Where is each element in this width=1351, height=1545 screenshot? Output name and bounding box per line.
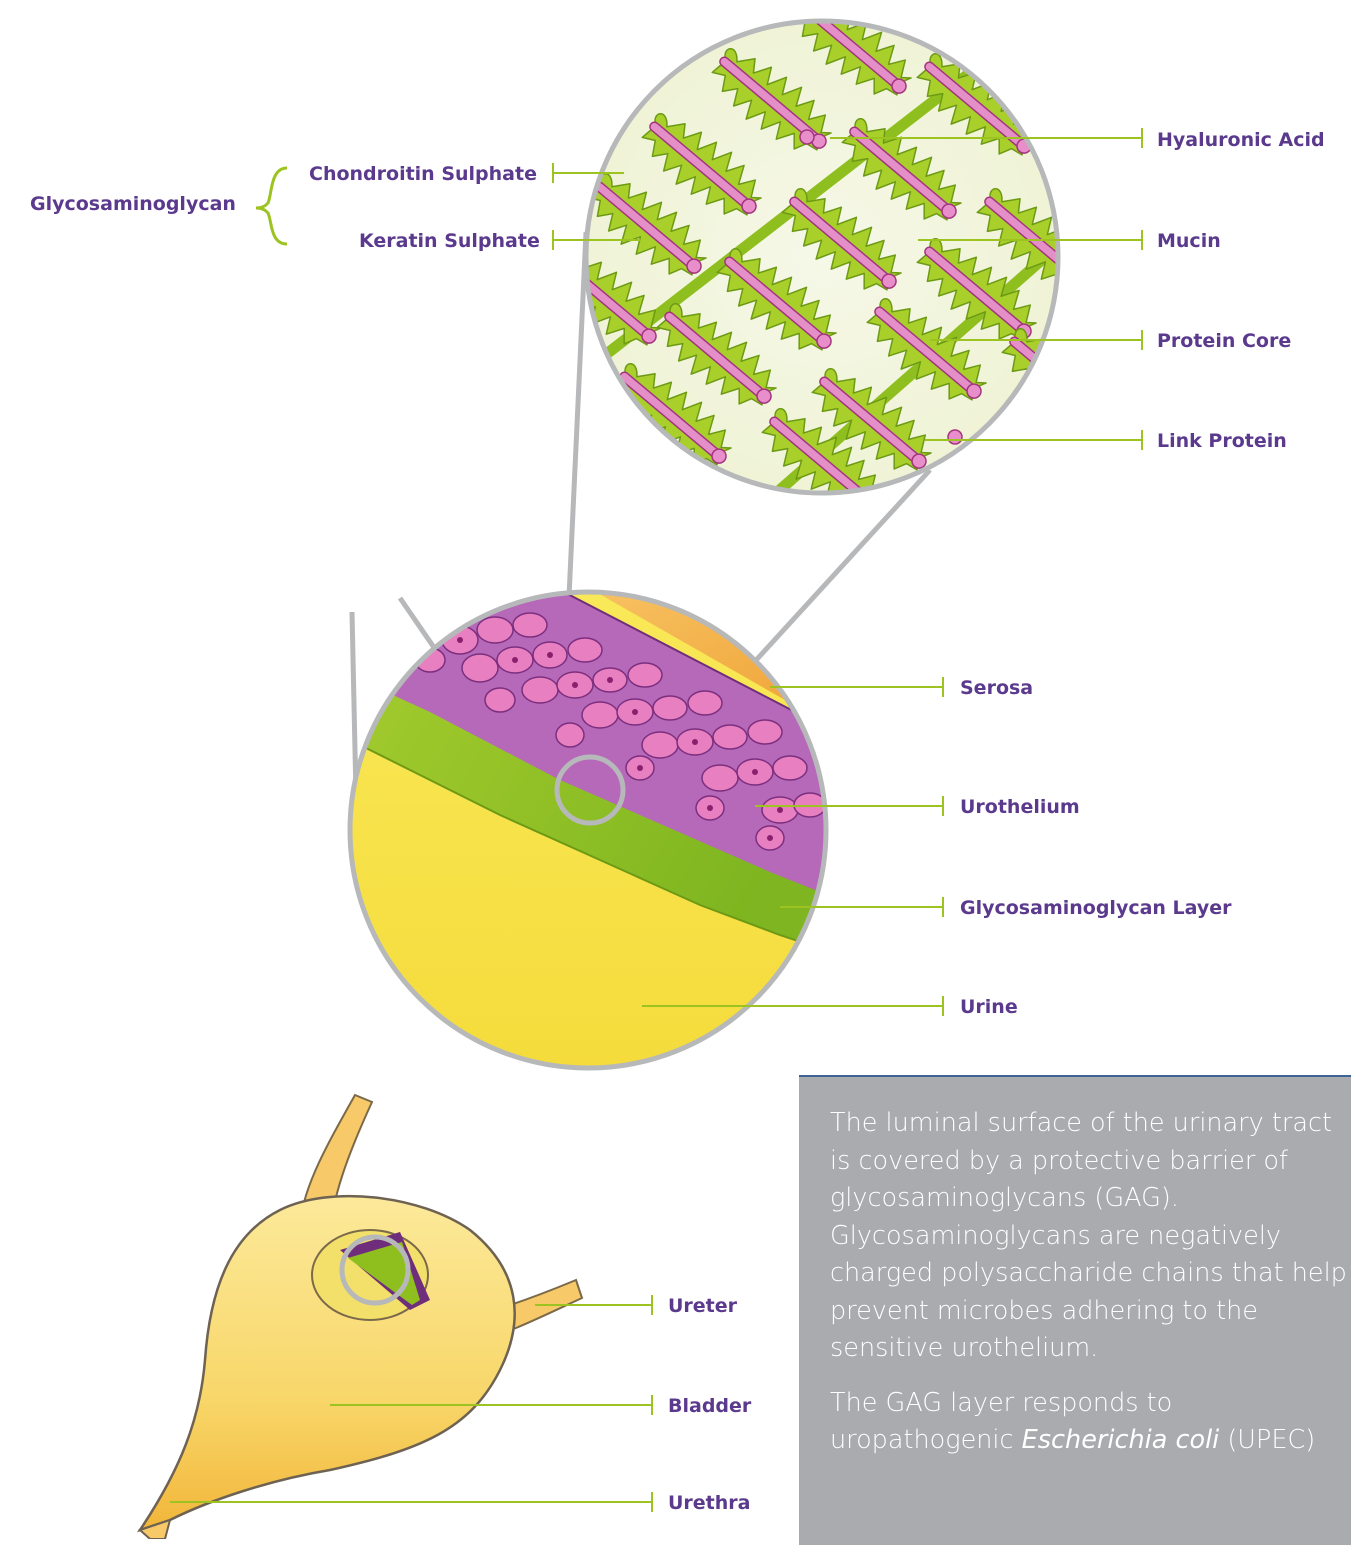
link-protein-label: Link Protein: [1157, 430, 1287, 452]
info-panel: The luminal surface of the urinary tract…: [799, 1075, 1351, 1545]
urothelium-label: Urothelium: [960, 796, 1080, 818]
tissue-layers-magnifier: [300, 560, 900, 1068]
chondroitin-sulphate-label: Chondroitin Sulphate: [309, 163, 537, 185]
glycosaminoglycan-label: Glycosaminoglycan: [30, 193, 236, 215]
serosa-label: Serosa: [960, 677, 1033, 699]
mucin-label: Mucin: [1157, 230, 1221, 252]
ureter-label: Ureter: [668, 1295, 738, 1317]
urethra-label: Urethra: [668, 1492, 751, 1514]
molecular-detail-magnifier: [531, 0, 1134, 560]
bladder-illustration: [140, 1095, 582, 1539]
info-paragraph-1: The luminal surface of the urinary tract…: [830, 1105, 1351, 1368]
bacterium-name: Escherichia coli: [1022, 1425, 1220, 1455]
bladder-label: Bladder: [668, 1395, 752, 1417]
hyaluronic-acid-label: Hyaluronic Acid: [1157, 129, 1325, 151]
gag-brace: [256, 168, 287, 244]
gag-layer-label: Glycosaminoglycan Layer: [960, 897, 1232, 919]
info-paragraph-2: The GAG layer responds to uropathogenic …: [830, 1385, 1351, 1460]
urine-label: Urine: [960, 996, 1018, 1018]
protein-core-label: Protein Core: [1157, 330, 1291, 352]
keratin-sulphate-label: Keratin Sulphate: [359, 230, 540, 252]
